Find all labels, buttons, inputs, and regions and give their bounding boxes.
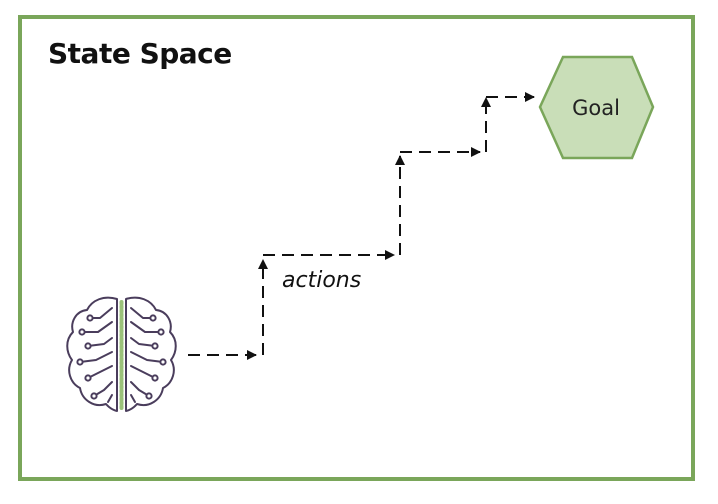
actions-label: actions (282, 268, 361, 293)
action-path (188, 92, 535, 360)
goal-node: Goal (538, 55, 655, 160)
goal-hexagon-icon (538, 55, 655, 160)
diagram-title: State Space (48, 37, 232, 70)
brain-icon (66, 296, 177, 412)
goal-label: Goal (572, 96, 620, 120)
